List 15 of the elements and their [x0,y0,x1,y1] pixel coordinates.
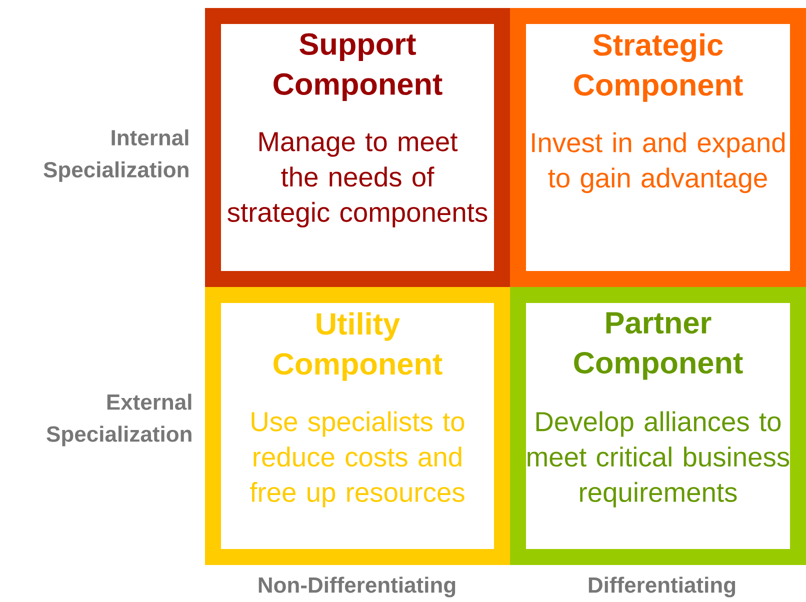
axis-label: Internal Specialization [44,129,188,182]
quadrant-text: Manage to meet the needs of strategic components [228,132,488,228]
quadrant-text: Use specialists to reduce costs and free up resources [250,411,464,508]
quadrant-title: Partner Component [574,312,743,380]
quadrant-box [205,287,510,565]
quadrant-box [510,8,806,287]
axis-label: Non-Differentiating [258,576,456,598]
quadrant-box [510,287,806,565]
quadrant-box [205,8,510,287]
axis-label: External Specialization [46,394,192,446]
quadrant-text: Develop alliances to meet critical business requirements [528,411,790,508]
quadrant-text: Invest in and expand to gain advantage [532,132,785,194]
quadrant-title: Support Component [274,33,442,102]
quadrant-title: Utility Component [274,312,442,381]
quadrant-title: Strategic Component [574,33,743,102]
